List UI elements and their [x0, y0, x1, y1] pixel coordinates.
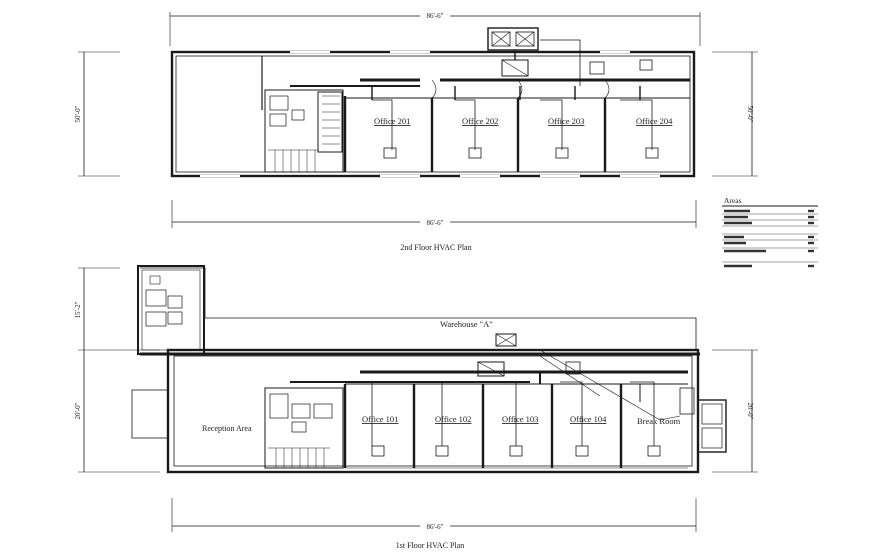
second-floor-labels: 86'-6" 50'-0" 50'-0" Office 201 Office 2…: [74, 10, 754, 126]
first-floor-title: 1st Floor HVAC Plan: [396, 541, 465, 550]
second-floor-plan: [78, 12, 758, 178]
bottom-left-lower-dimension: 20'-0": [74, 402, 82, 419]
mid-width-dimension: 86'-6": [427, 219, 444, 227]
left-height-dimension: 50'-0": [74, 105, 82, 122]
break-room-label: Break Room: [637, 416, 681, 426]
office-104-label: Office 104: [570, 414, 607, 424]
office-202-label: Office 202: [462, 116, 498, 126]
second-floor-title: 2nd Floor HVAC Plan: [400, 243, 471, 252]
office-203-label: Office 203: [548, 116, 584, 126]
bottom-left-upper-dimension: 15'-2": [74, 301, 82, 318]
office-103-label: Office 103: [502, 414, 538, 424]
first-floor-labels: 15'-2" 20'-0" 20'-0" 86'-6" 1st Floor HV…: [74, 301, 754, 550]
warehouse-label: Warehouse "A": [440, 319, 493, 329]
areas-table-title: Areas: [724, 196, 742, 205]
office-102-label: Office 102: [435, 414, 471, 424]
office-201-label: Office 201: [374, 116, 410, 126]
bottom-width-dimension: 86'-6": [427, 523, 444, 531]
office-204-label: Office 204: [636, 116, 673, 126]
first-floor-plan: [78, 265, 758, 532]
bottom-right-dimension: 20'-0": [746, 403, 754, 420]
office-101-label: Office 101: [362, 414, 398, 424]
reception-label: Reception Area: [202, 424, 252, 433]
top-width-dimension: 86'-6": [427, 12, 444, 20]
right-height-dimension: 50'-0": [746, 106, 754, 123]
areas-table: [722, 205, 818, 268]
